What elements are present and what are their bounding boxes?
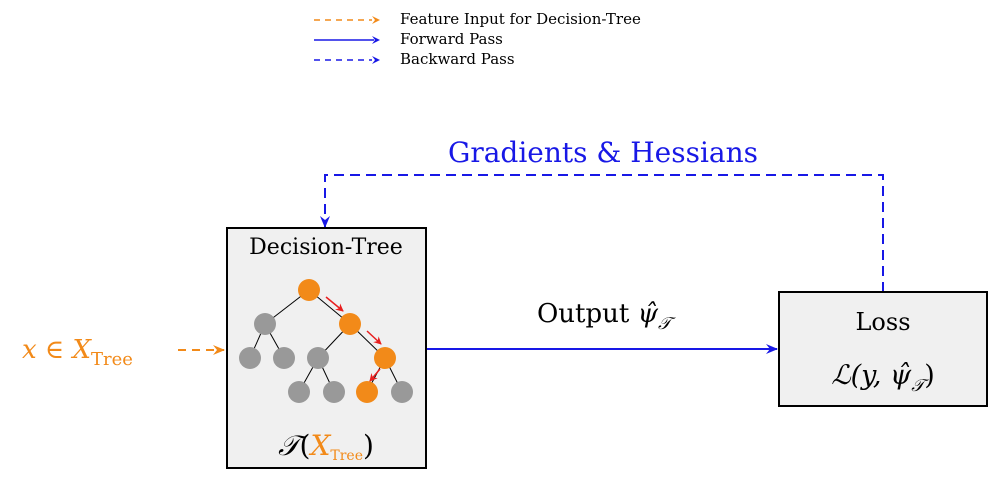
tree-function-label: 𝒯(XTree) [278, 429, 374, 464]
tree-node-path [339, 313, 361, 335]
legend-label-forward-pass: Forward Pass [400, 30, 503, 48]
blue-dashed-arrow-icon [314, 56, 380, 64]
output-label: Output ψ̂𝒯 [537, 299, 676, 334]
loss-title: Loss [855, 308, 910, 336]
tree-node [239, 347, 261, 369]
tree-node [391, 381, 413, 403]
orange-dashed-arrow-icon [314, 16, 380, 24]
tree-node [323, 381, 345, 403]
input-label: x ∈ XTree [22, 335, 133, 370]
gradients-hessians-label: Gradients & Hessians [448, 136, 758, 169]
tree-node [307, 347, 329, 369]
legend-label-backward-pass: Backward Pass [400, 50, 515, 68]
tree-node-root [298, 279, 320, 301]
tree-node [288, 381, 310, 403]
decision-tree-title: Decision-Tree [249, 235, 403, 260]
blue-solid-arrow-icon [314, 36, 380, 44]
tree-node [254, 313, 276, 335]
loss-box: Loss ℒ(y, ψ̂𝒯) [778, 291, 988, 407]
decision-tree-box: Decision-Tree [226, 227, 427, 469]
tree-node [273, 347, 295, 369]
tree-node-path [374, 347, 396, 369]
legend-label-feature-input: Feature Input for Decision-Tree [400, 10, 641, 28]
decision-path-arrows [325, 296, 382, 382]
tree-leaf-selected [356, 381, 378, 403]
